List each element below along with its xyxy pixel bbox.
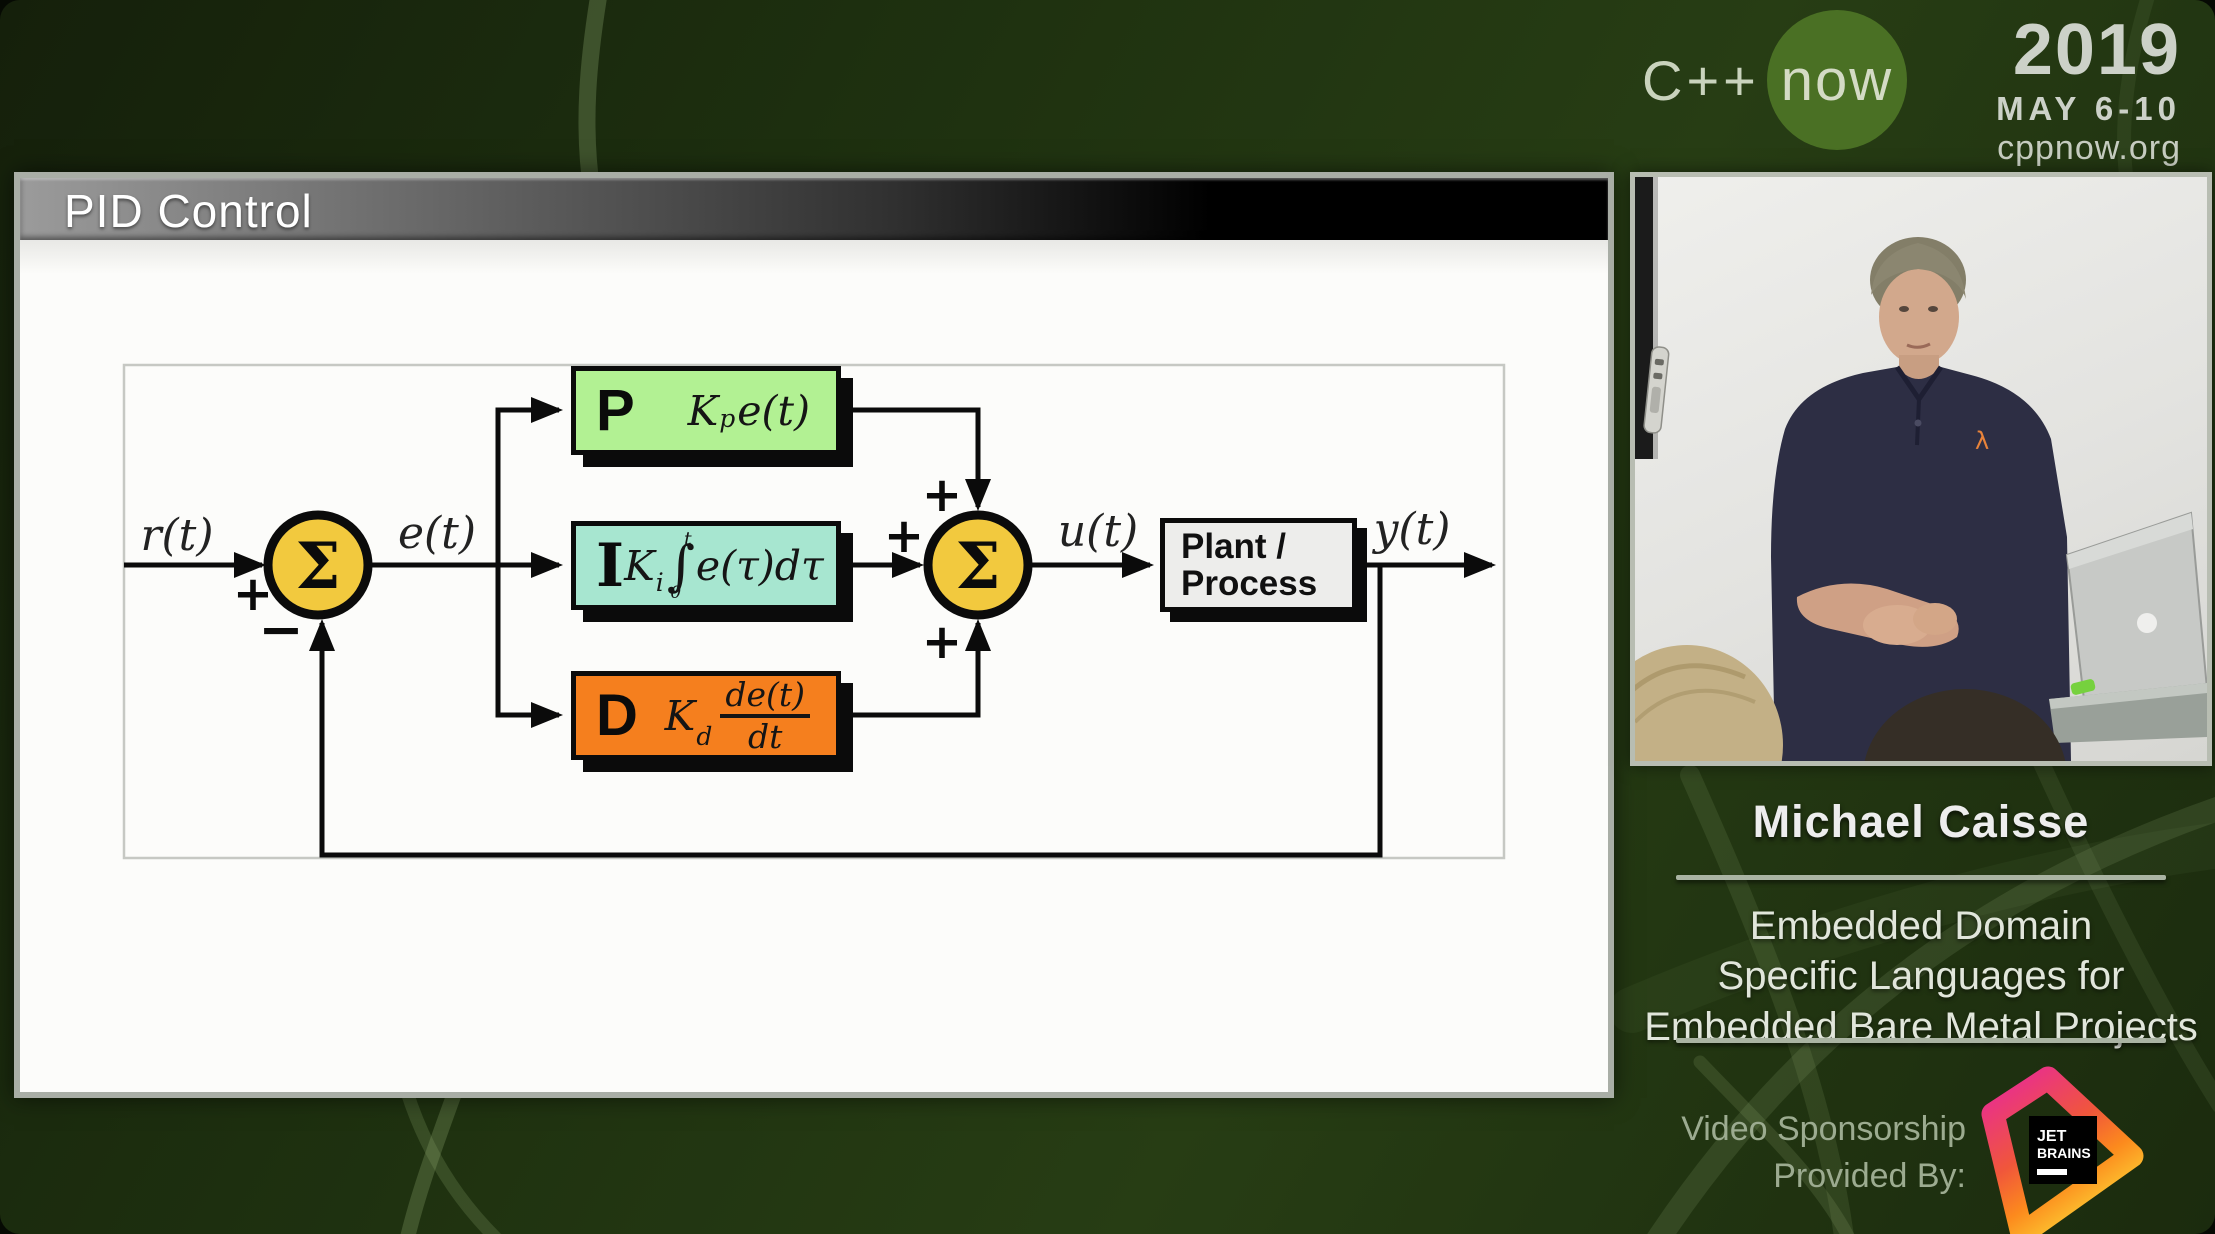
plant-label-line1: Plant / (1181, 526, 1287, 566)
talk-title-line2: Specific Languages for (1717, 954, 2125, 999)
jetbrains-ribbon (1981, 1066, 2144, 1234)
error-signal-label: e(t) (398, 508, 476, 559)
sponsor-text: Video Sponsorship Provided By: (1576, 1106, 1966, 1200)
jetbrains-text-brains: BRAINS (2037, 1145, 2091, 1161)
sum1-plus-sign: + (233, 566, 273, 622)
sum1-minus-sign: − (258, 598, 303, 661)
wall-remote (1643, 346, 1670, 434)
i-block-letter: I (596, 530, 625, 601)
slide-title: PID Control (64, 185, 313, 237)
audience-head-dark (1864, 689, 2066, 761)
speaker-figure: λ (1771, 237, 2071, 761)
control-signal-label: u(t) (1058, 506, 1138, 557)
sigma-symbol-right: Σ (955, 529, 1000, 604)
jetbrains-logo: JET BRAINS (1981, 1066, 2144, 1234)
laptop (2065, 511, 2207, 727)
output-signal-label: y(t) (1372, 504, 1451, 555)
input-signal-label: r(t) (140, 510, 213, 561)
plant-process-block: Plant / Process (1160, 518, 1357, 612)
sponsor-line1: Video Sponsorship (1681, 1110, 1966, 1148)
cppnow-logo-circle: now (1767, 10, 1907, 150)
cppnow-logo-cpp-text: C++ (1642, 49, 1760, 112)
d-block-letter: D (596, 683, 638, 748)
slide-panel: PID Control (14, 172, 1614, 1098)
speaker-face (1879, 269, 1959, 365)
p-block-letter: P (596, 378, 635, 443)
conference-website: cppnow.org (1997, 129, 2181, 167)
sponsor-line2: Provided By: (1773, 1156, 1966, 1195)
jetbrains-text-jet: JET (2037, 1128, 2067, 1145)
sum2-plus-top: + (922, 467, 962, 523)
talk-title-line3: Embedded Bare Metal Projects (1644, 1004, 2198, 1049)
sum2-plus-left: + (884, 508, 924, 564)
speaker-video-panel: λ (1630, 172, 2212, 766)
slide-titlebar-fade (20, 240, 1608, 274)
slide-title-bar: PID Control (20, 178, 1608, 240)
diagram-frame (122, 363, 1506, 860)
sigma-symbol-left: Σ (295, 529, 340, 604)
speaker-name: Michael Caisse (1752, 796, 2090, 847)
jetbrains-underline (2037, 1169, 2067, 1175)
sum2-plus-bottom: + (922, 614, 962, 670)
sum-junction-control (923, 510, 1033, 620)
divider-bottom (1676, 1038, 2166, 1043)
plant-label-line2: Process (1181, 564, 1318, 603)
speaker-shirt (1771, 367, 2071, 761)
divider-top (1676, 875, 2166, 880)
conference-date-block: 2019 MAY 6-10 cppnow.org (1996, 14, 2181, 165)
sum-junction-error (263, 510, 373, 620)
laptop-logo (2137, 613, 2157, 633)
talk-title: Embedded Domain Specific Languages for E… (1616, 901, 2215, 1052)
conference-dates: MAY 6-10 (1996, 90, 2181, 127)
conference-year: 2019 (2012, 10, 2181, 90)
speaker-video-scene: λ (1635, 177, 2207, 761)
cppnow-logo-now-text: now (1780, 47, 1894, 113)
shirt-lambda-logo: λ (1975, 427, 1989, 455)
talk-title-line1: Embedded Domain (1749, 904, 2093, 948)
pid-diagram-lines: Σ Σ r(t) e(t) u(t) y(t) + − + + + (122, 363, 1506, 860)
green-cable (2070, 679, 2096, 695)
audience-head-blonde (1635, 645, 1783, 761)
